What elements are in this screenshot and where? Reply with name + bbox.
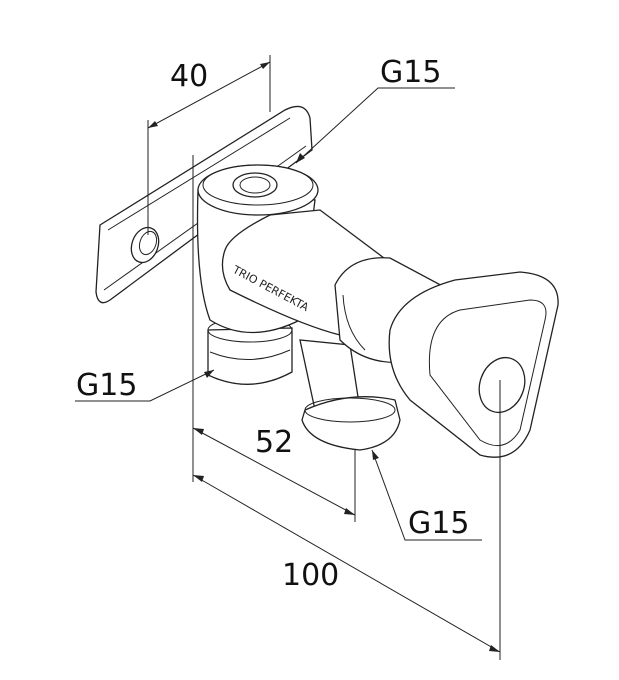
dimension-label-52: 52 xyxy=(255,425,293,460)
thread-label-top: G15 xyxy=(380,55,441,90)
spout xyxy=(299,339,401,451)
dimension-100: 100 xyxy=(192,474,501,653)
mounting-hole xyxy=(130,226,160,264)
dimension-40: 40 xyxy=(147,55,271,235)
triangular-handle xyxy=(388,271,559,458)
valve-arm: TRIO PERFEKTA xyxy=(221,209,451,364)
thread-label-bottom: G15 xyxy=(408,506,469,541)
thread-callout-bottom: G15 xyxy=(371,449,482,541)
dimension-label-40: 40 xyxy=(170,59,208,94)
dimension-52: 52 xyxy=(192,425,356,516)
thread-label-left: G15 xyxy=(76,368,137,403)
dimension-label-100: 100 xyxy=(282,558,339,593)
handle-cap xyxy=(478,356,526,414)
inlet-connector xyxy=(207,317,293,385)
thread-callout-top: G15 xyxy=(295,55,455,164)
